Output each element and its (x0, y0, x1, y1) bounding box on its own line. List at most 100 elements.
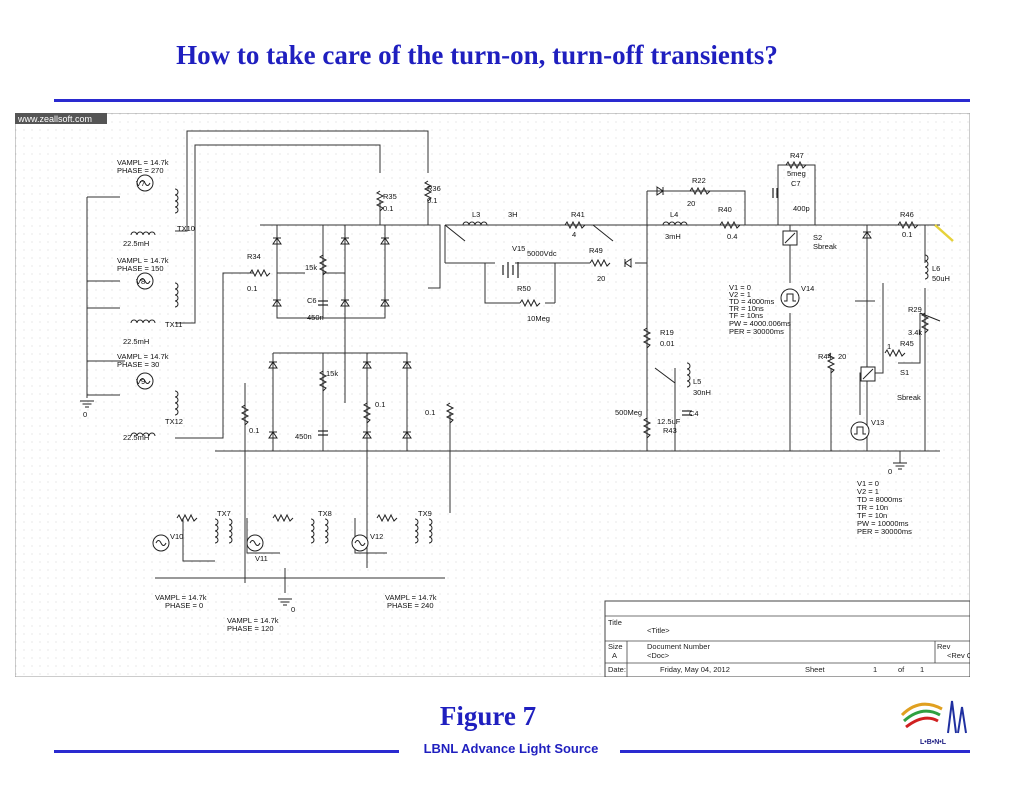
svg-text:PHASE = 150: PHASE = 150 (117, 264, 164, 273)
svg-text:50uH: 50uH (932, 274, 950, 283)
svg-text:1: 1 (920, 665, 924, 674)
svg-text:V9: V9 (136, 377, 145, 386)
svg-text:R19: R19 (660, 328, 674, 337)
svg-text:5meg: 5meg (787, 169, 806, 178)
svg-text:L4: L4 (670, 210, 678, 219)
svg-text:of: of (898, 665, 905, 674)
svg-text:L•B•N•L: L•B•N•L (920, 739, 947, 746)
svg-text:R44: R44 (818, 352, 832, 361)
rectifier-bridges: R35 0.1 R36 0.1 R34 0.1 15k C6 450n 15k … (241, 180, 454, 441)
svg-text:3H: 3H (508, 210, 518, 219)
svg-text:20: 20 (597, 274, 605, 283)
svg-text:TD = 8000ms: TD = 8000ms (857, 495, 902, 504)
svg-text:PHASE = 30: PHASE = 30 (117, 360, 159, 369)
svg-text:Sheet: Sheet (805, 665, 826, 674)
circuit-schematic: www.zeallsoft.com (15, 113, 970, 677)
svg-text:VAMPL = 14.7k: VAMPL = 14.7k (155, 593, 207, 602)
svg-text:TD = 4000ms: TD = 4000ms (729, 297, 774, 306)
svg-text:450n: 450n (307, 313, 324, 322)
svg-text:22.5mH: 22.5mH (123, 433, 149, 442)
svg-text:0.1: 0.1 (427, 196, 437, 205)
svg-text:TX12: TX12 (165, 417, 183, 426)
svg-text:Sbreak: Sbreak (897, 393, 921, 402)
svg-text:V1 = 0: V1 = 0 (729, 283, 751, 292)
svg-text:4: 4 (572, 230, 576, 239)
svg-text:V12: V12 (370, 532, 383, 541)
svg-text:TX8: TX8 (318, 509, 332, 518)
svg-text:0.1: 0.1 (902, 230, 912, 239)
svg-text:0: 0 (888, 467, 892, 476)
svg-text:TX11: TX11 (165, 320, 182, 329)
svg-text:R40: R40 (718, 205, 732, 214)
svg-text:R36: R36 (427, 184, 441, 193)
svg-text:TR = 10n: TR = 10n (857, 503, 888, 512)
svg-text:VAMPL = 14.7k: VAMPL = 14.7k (227, 616, 279, 625)
svg-text:0: 0 (291, 605, 295, 614)
title-block: Title <Title> Size A Document Number <Do… (604, 600, 970, 677)
svg-text:VAMPL = 14.7k: VAMPL = 14.7k (117, 256, 169, 265)
svg-text:0.1: 0.1 (383, 204, 393, 213)
ac-source-v12 (351, 534, 369, 552)
svg-text:R41: R41 (571, 210, 585, 219)
svg-text:R47: R47 (790, 151, 804, 160)
svg-text:V1 = 0: V1 = 0 (857, 479, 879, 488)
svg-text:PHASE = 120: PHASE = 120 (227, 624, 274, 633)
svg-text:PHASE = 0: PHASE = 0 (165, 601, 203, 610)
svg-text:V15: V15 (512, 244, 525, 253)
svg-text:L5: L5 (693, 377, 701, 386)
svg-text:1: 1 (887, 342, 891, 351)
svg-text:TR = 10ns: TR = 10ns (729, 304, 764, 313)
svg-text:<Doc>: <Doc> (647, 651, 670, 660)
svg-text:R43: R43 (663, 426, 677, 435)
svg-text:20: 20 (687, 199, 695, 208)
svg-text:R46: R46 (900, 210, 914, 219)
svg-text:V13: V13 (871, 418, 884, 427)
lbnl-logo: L•B•N•L (900, 700, 967, 746)
svg-text:5000Vdc: 5000Vdc (527, 249, 557, 258)
footer-divider-left (54, 750, 399, 753)
figure-caption: Figure 7 (439, 701, 537, 731)
svg-text:450n: 450n (295, 432, 312, 441)
svg-text:TF = 10n: TF = 10n (857, 511, 887, 520)
svg-text:Date:: Date: (608, 665, 626, 674)
svg-text:PHASE = 270: PHASE = 270 (117, 166, 164, 175)
svg-text:15k: 15k (305, 263, 317, 272)
svg-text:R49: R49 (589, 246, 603, 255)
svg-text:R22: R22 (692, 176, 706, 185)
svg-text:PER = 30000ms: PER = 30000ms (857, 527, 912, 536)
svg-text:400p: 400p (793, 204, 810, 213)
svg-text:PW = 4000.006ms: PW = 4000.006ms (729, 319, 791, 328)
svg-text:S1: S1 (900, 368, 909, 377)
ac-source-v10 (152, 534, 170, 552)
footer-label: LBNL Advance Light Source (423, 741, 599, 756)
slide-title: How to take care of the turn-on, turn-of… (176, 40, 778, 70)
pulse-params-v13: V1 = 0 V2 = 1 TD = 8000ms TR = 10n TF = … (857, 479, 912, 536)
svg-text:<Title>: <Title> (647, 626, 670, 635)
svg-text:PHASE = 240: PHASE = 240 (387, 601, 434, 610)
svg-text:VAMPL = 14.7k: VAMPL = 14.7k (117, 352, 169, 361)
svg-text:V2 = 1: V2 = 1 (729, 290, 751, 299)
svg-text:30nH: 30nH (693, 388, 711, 397)
svg-text:22.5mH: 22.5mH (123, 337, 149, 346)
svg-text:C4: C4 (689, 409, 699, 418)
svg-text:0.4: 0.4 (727, 232, 737, 241)
svg-text:12.5uF: 12.5uF (657, 417, 681, 426)
ac-source-v11 (246, 534, 264, 552)
svg-text:R34: R34 (247, 252, 261, 261)
svg-text:3.4k: 3.4k (908, 328, 922, 337)
svg-text:1: 1 (873, 665, 877, 674)
svg-text:V8: V8 (136, 277, 145, 286)
svg-text:R45: R45 (900, 339, 914, 348)
svg-text:R50: R50 (517, 284, 531, 293)
svg-text:V2 = 1: V2 = 1 (857, 487, 879, 496)
svg-text:22.5mH: 22.5mH (123, 239, 149, 248)
svg-text:L3: L3 (472, 210, 480, 219)
svg-text:TX10: TX10 (177, 224, 195, 233)
footer-divider-right (620, 750, 970, 753)
svg-text:VAMPL = 14.7k: VAMPL = 14.7k (385, 593, 437, 602)
svg-text:Document Number: Document Number (647, 642, 710, 651)
svg-text:R35: R35 (383, 192, 397, 201)
svg-text:C7: C7 (791, 179, 801, 188)
svg-text:Friday, May 04, 2012: Friday, May 04, 2012 (660, 665, 730, 674)
svg-text:PER = 30000ms: PER = 30000ms (729, 327, 784, 336)
